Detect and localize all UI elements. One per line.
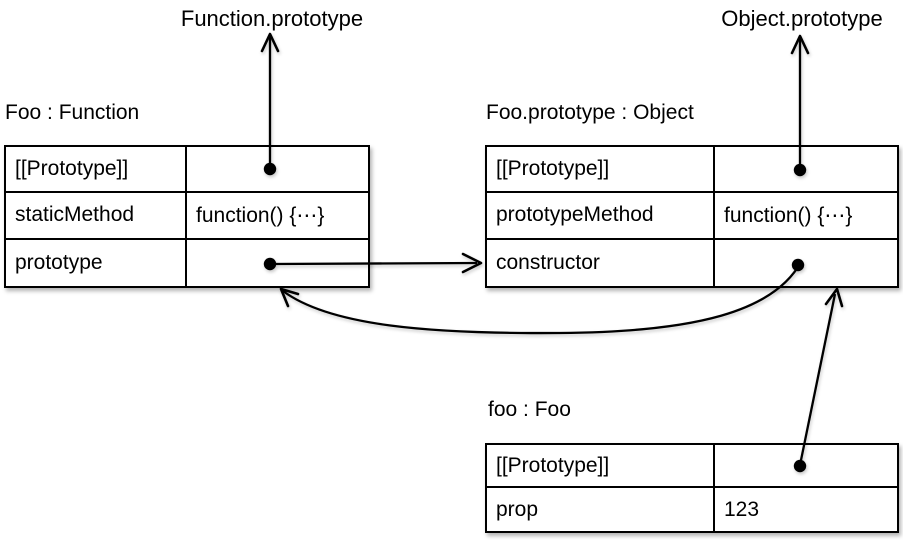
table-foo-prototype-row-prototype-value	[715, 147, 897, 194]
arrowhead-prototype-prop-to-fooproto-table	[461, 252, 483, 274]
table-foo: [[Prototype]] staticMethod function() {⋯…	[4, 145, 370, 288]
table-foo-instance-row-prop-key: prop	[487, 488, 715, 531]
label-object-prototype: Object.prototype	[721, 6, 883, 31]
arrowhead-foo-instance-to-fooproto-table	[824, 287, 844, 308]
table-foo-instance-row-prop-value: 123	[715, 488, 897, 531]
table-foo-instance: [[Prototype]] prop 123	[485, 443, 899, 533]
table-foo-prototype-row-constructor-value	[715, 239, 897, 286]
table-foo-row-prototypeprop-key: prototype	[6, 239, 187, 286]
table-foo-row-prototypeprop-value	[187, 239, 368, 286]
table-foo-prototype: [[Prototype]] prototypeMethod function()…	[485, 145, 899, 288]
table-foo-prototype-row-constructor-key: constructor	[487, 239, 715, 286]
table-foo-instance-row-prototype-key: [[Prototype]]	[487, 445, 715, 488]
arrowhead-constructor-to-foo-table	[279, 287, 300, 308]
table-foo-prototype-row-prototypemethod-key: prototypeMethod	[487, 193, 715, 240]
table-foo-instance-title: foo : Foo	[488, 398, 571, 421]
table-foo-row-staticmethod-value: function() {⋯}	[187, 193, 368, 240]
arrowhead-foo-to-function-prototype	[260, 32, 280, 53]
table-foo-row-staticmethod-key: staticMethod	[6, 193, 187, 240]
table-foo-instance-row-prototype-value	[715, 445, 897, 488]
arrowhead-fooproto-to-object-prototype	[790, 34, 810, 55]
label-function-prototype: Function.prototype	[180, 6, 364, 31]
arrow-foo-instance-to-fooproto-table	[798, 293, 837, 466]
table-foo-title: Foo : Function	[5, 101, 140, 124]
table-foo-row-prototype-key: [[Prototype]]	[6, 147, 187, 194]
table-foo-prototype-row-prototypemethod-value: function() {⋯}	[715, 193, 897, 240]
table-foo-prototype-row-prototype-key: [[Prototype]]	[487, 147, 715, 194]
table-foo-row-prototype-value	[187, 147, 368, 194]
table-foo-prototype-title: Foo.prototype : Object	[486, 101, 694, 124]
